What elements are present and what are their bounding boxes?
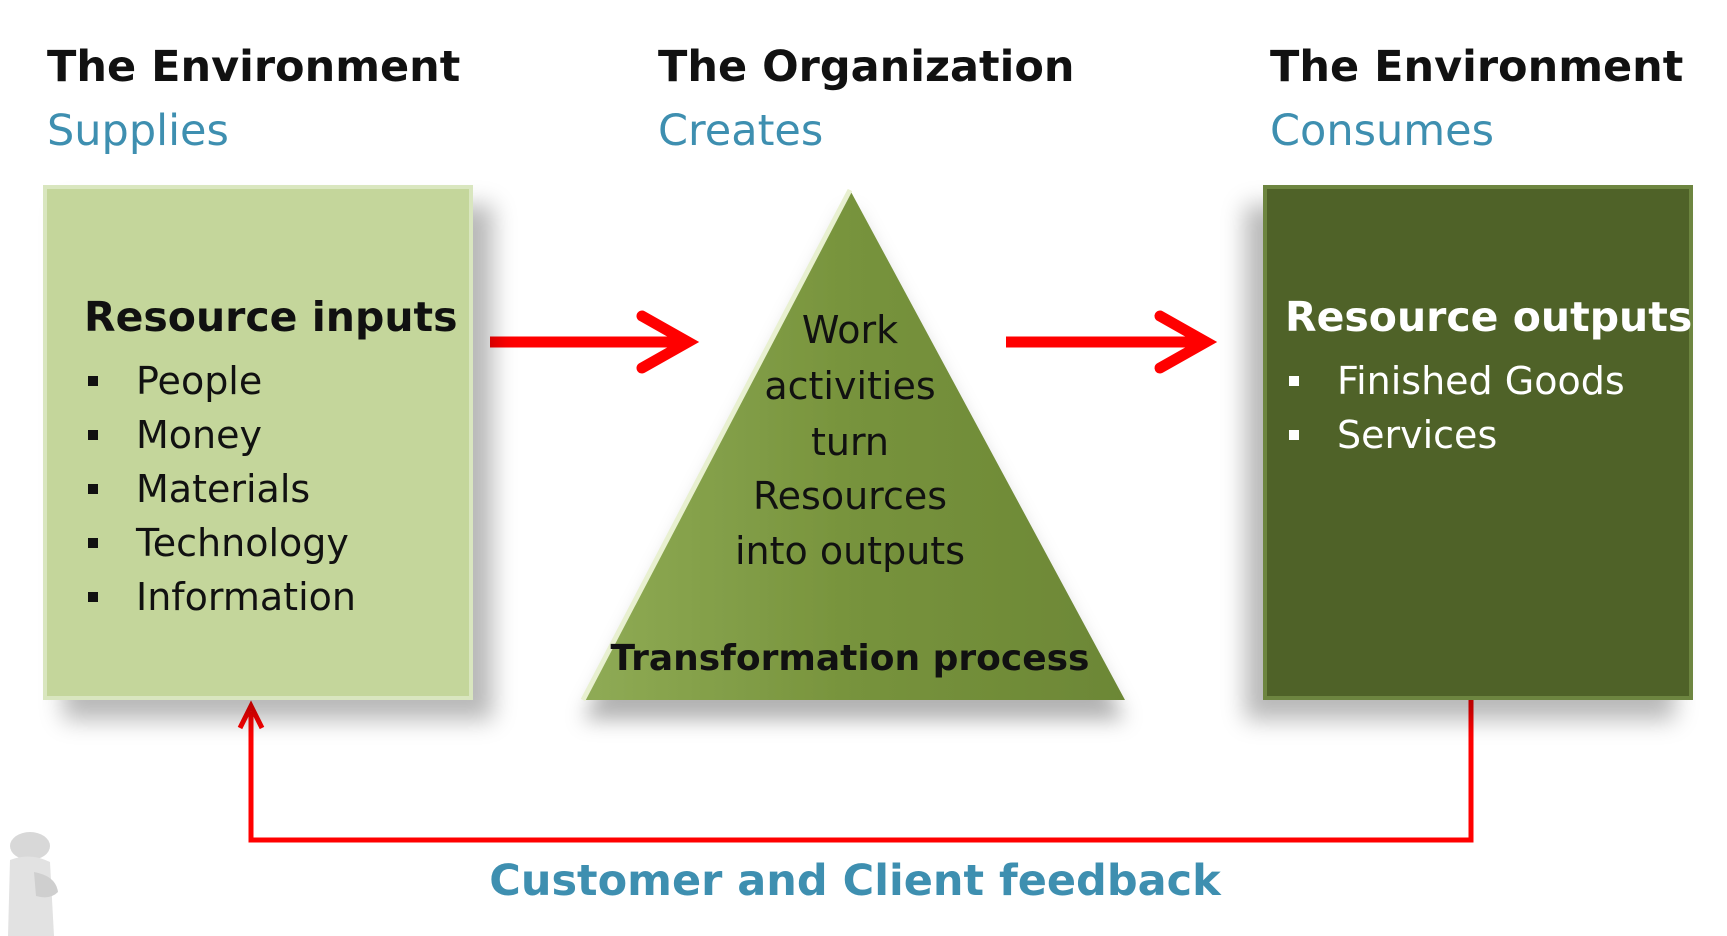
process-text-line: Work (801, 308, 899, 352)
left-column-subheading: Supplies (47, 106, 229, 156)
process-text-line: activities (764, 364, 936, 408)
list-item-label: Technology (136, 521, 349, 565)
transformation-process-label: Transformation process (610, 638, 1090, 679)
figure-icon (8, 832, 58, 936)
list-item-label: People (136, 359, 263, 403)
right-column-subheading: Consumes (1270, 106, 1494, 156)
bullet-icon (88, 430, 98, 440)
feedback-loop-arrow (237, 700, 1474, 843)
center-column-heading: The Organization (658, 42, 1075, 92)
bullet-icon (1289, 430, 1299, 440)
left-column-heading: The Environment (47, 42, 461, 92)
bullet-icon (88, 484, 98, 494)
output-arrow (1006, 310, 1218, 374)
list-item: Technology (84, 516, 356, 570)
center-column-subheading: Creates (658, 106, 824, 156)
list-item-label: Information (136, 575, 356, 619)
list-item: Services (1285, 408, 1625, 462)
list-item: Materials (84, 462, 356, 516)
process-text-line: turn (810, 420, 890, 464)
bullet-icon (88, 376, 98, 386)
list-item: Finished Goods (1285, 354, 1625, 408)
resource-outputs-box: Resource outputs Finished Goods Services (1263, 185, 1693, 700)
bullet-icon (88, 592, 98, 602)
bullet-icon (88, 538, 98, 548)
resource-inputs-box: Resource inputs People Money Materials T… (43, 185, 473, 700)
input-arrow (490, 310, 700, 374)
list-item: Money (84, 408, 356, 462)
list-item-label: Materials (136, 467, 311, 511)
resource-inputs-list: People Money Materials Technology Inform… (84, 354, 356, 624)
list-item: Information (84, 570, 356, 624)
resource-outputs-title: Resource outputs (1285, 293, 1693, 341)
resource-inputs-title: Resource inputs (84, 293, 458, 341)
feedback-label: Customer and Client feedback (489, 856, 1221, 906)
list-item-label: Finished Goods (1337, 359, 1625, 403)
process-text-line: into outputs (734, 529, 965, 573)
list-item: People (84, 354, 356, 408)
bullet-icon (1289, 376, 1299, 386)
resource-outputs-list: Finished Goods Services (1285, 354, 1625, 462)
transformation-triangle (583, 190, 1125, 700)
list-item-label: Services (1337, 413, 1498, 457)
process-text-line: Resources (752, 474, 948, 518)
triangle-highlight-edge (580, 188, 853, 702)
right-column-heading: The Environment (1270, 42, 1684, 92)
list-item-label: Money (136, 413, 262, 457)
